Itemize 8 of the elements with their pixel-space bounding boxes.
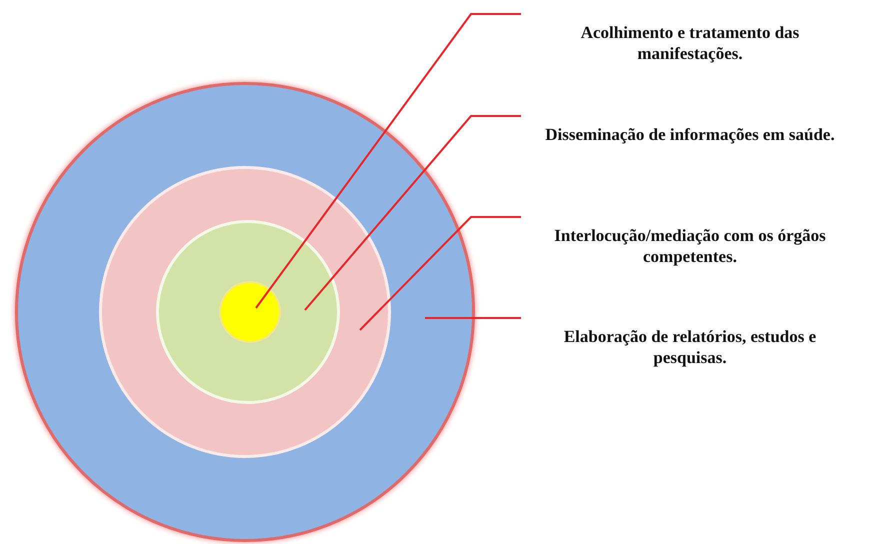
callout-text: Elaboração de relatórios, estudos e pesquisas.: [545, 326, 835, 368]
leader-line: [304, 115, 521, 311]
leader-line: [359, 216, 521, 331]
callout-text: Acolhimento e tratamento das manifestações.: [545, 22, 835, 64]
callout-text: Interlocução/mediação com os órgãos competentes.: [545, 225, 835, 267]
callout-text: Disseminação de informações em saúde.: [545, 124, 835, 145]
leader-line: [255, 13, 521, 309]
leader-line: [425, 317, 521, 319]
